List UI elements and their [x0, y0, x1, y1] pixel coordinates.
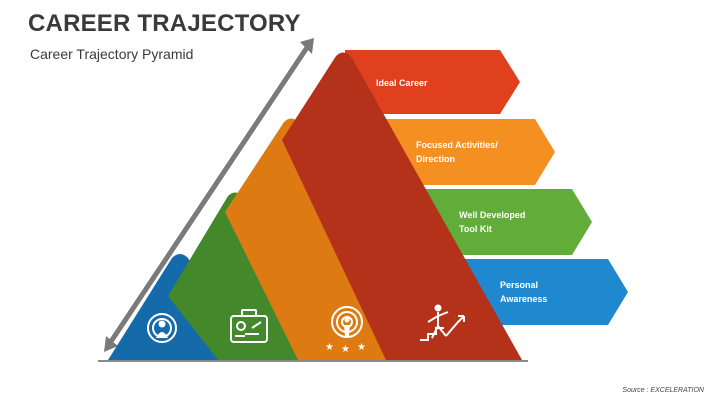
level-label-1-line-1: Ideal Career — [376, 78, 428, 88]
level-label-3-line-1: Well Developed — [459, 210, 525, 220]
svg-text:★: ★ — [357, 342, 366, 353]
target-person-icon: ★ ★ ★ — [325, 306, 366, 355]
toolkit-icon — [230, 309, 268, 343]
svg-text:★: ★ — [325, 342, 334, 353]
level-label-2-line-1: Focused Activities/ — [416, 140, 498, 150]
climbing-person-icon — [420, 304, 465, 341]
level-tab-1: Ideal Career — [345, 50, 520, 114]
source-credit: Source : EXCELERATION — [622, 387, 704, 394]
level-label-4-line-1: Personal — [500, 280, 538, 290]
level-label-2-line-2: Direction — [416, 154, 455, 164]
awareness-person-icon — [147, 313, 177, 343]
page-subtitle: Career Trajectory Pyramid — [30, 46, 194, 62]
level-label-3-line-2: Tool Kit — [459, 224, 492, 234]
band-ideal-career — [282, 52, 522, 360]
level-label-4-line-2: Awareness — [500, 294, 547, 304]
svg-text:★: ★ — [341, 344, 350, 355]
growth-arrow — [104, 38, 314, 352]
page-title: CAREER TRAJECTORY — [28, 10, 301, 37]
